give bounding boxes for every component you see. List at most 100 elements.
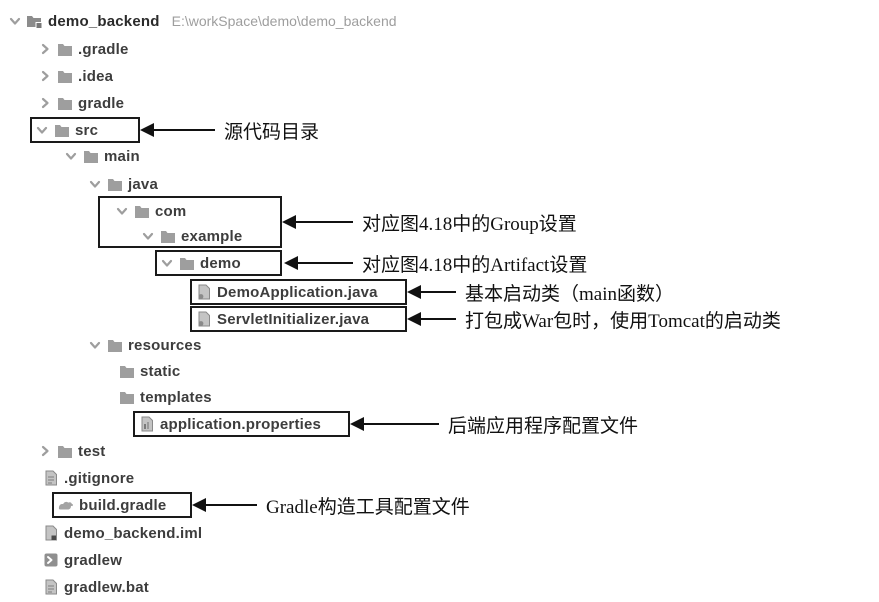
annotation-label: 基本启动类（main函数） — [465, 283, 674, 305]
module-file-icon — [42, 525, 59, 541]
tree-row-gradlew-bat[interactable]: gradlew.bat — [42, 574, 149, 600]
tree-item-label: java — [128, 175, 158, 193]
arrow-head — [284, 256, 298, 270]
tree-row-dot-gradle[interactable]: .gradle — [38, 36, 129, 62]
arrow-head — [192, 498, 206, 512]
tree-item-label: static — [140, 362, 181, 380]
arrow-head — [140, 123, 154, 137]
tree-row-demo-backend-iml[interactable]: demo_backend.iml — [42, 520, 202, 546]
tree-item-label: build.gradle — [79, 496, 167, 514]
chevron-down-icon[interactable] — [35, 124, 48, 137]
annotation-artifact: 对应图4.18中的Artifact设置 — [284, 250, 587, 276]
chevron-right-icon[interactable] — [38, 43, 51, 56]
tree-item-label: ServletInitializer.java — [217, 310, 370, 328]
chevron-right-icon[interactable] — [38, 445, 51, 458]
annotation-label: Gradle构造工具配置文件 — [266, 496, 470, 518]
arrow-line — [205, 504, 257, 506]
folder-icon — [56, 95, 73, 111]
arrow-head — [407, 312, 421, 326]
project-folder-icon — [26, 13, 43, 29]
arrow-head — [282, 215, 296, 229]
text-file-icon — [42, 470, 59, 486]
chevron-down-icon[interactable] — [64, 150, 77, 163]
folder-icon — [106, 337, 123, 353]
annotation-label: 后端应用程序配置文件 — [448, 415, 639, 437]
folder-icon — [56, 41, 73, 57]
annotation-label: 对应图4.18中的Group设置 — [362, 213, 577, 235]
folder-icon — [56, 68, 73, 84]
tree-item-label: .gitignore — [64, 469, 135, 487]
arrow-line — [153, 129, 215, 131]
arrow-head — [407, 285, 421, 299]
tree-row-demo[interactable]: demo — [155, 250, 282, 276]
folder-icon — [118, 389, 135, 405]
properties-file-icon — [138, 416, 155, 432]
tree-item-label: src — [75, 121, 99, 139]
tree-row-gradlew[interactable]: gradlew — [42, 547, 122, 573]
arrow-line — [295, 221, 353, 223]
folder-icon — [133, 203, 150, 219]
annotation-build-gradle: Gradle构造工具配置文件 — [192, 492, 470, 518]
arrow-line — [420, 291, 456, 293]
chevron-down-icon[interactable] — [88, 178, 101, 191]
tree-item-label: demo_backend.iml — [64, 524, 203, 542]
folder-icon — [159, 228, 176, 244]
annotation-label: 对应图4.18中的Artifact设置 — [362, 254, 588, 276]
tree-item-label: test — [78, 442, 106, 460]
tree-item-label: com — [155, 202, 187, 220]
java-class-file-icon — [195, 311, 212, 327]
chevron-down-icon[interactable] — [115, 205, 128, 218]
tree-row-templates[interactable]: templates — [118, 384, 212, 410]
tree-row-demo-backend[interactable]: demo_backend E:\workSpace\demo\demo_back… — [8, 8, 397, 34]
annotation-main-class: 基本启动类（main函数） — [407, 279, 674, 305]
tree-item-label: templates — [140, 388, 212, 406]
folder-icon — [82, 148, 99, 164]
chevron-right-icon[interactable] — [38, 70, 51, 83]
tree-row-example[interactable]: example — [141, 223, 242, 249]
chevron-down-icon[interactable] — [88, 339, 101, 352]
tree-row-application-properties[interactable]: application.properties — [133, 411, 350, 437]
tree-row-com[interactable]: com — [115, 198, 186, 224]
folder-icon — [118, 363, 135, 379]
tree-row-gitignore[interactable]: .gitignore — [42, 465, 134, 491]
java-class-file-icon — [195, 284, 212, 300]
tree-row-main[interactable]: main — [64, 143, 140, 169]
annotation-group: 对应图4.18中的Group设置 — [282, 209, 577, 235]
tree-item-label: .idea — [78, 67, 114, 85]
tree-row-demoapplication-java[interactable]: DemoApplication.java — [190, 279, 407, 305]
tree-row-gradle[interactable]: gradle — [38, 90, 124, 116]
tree-row-servletinitializer-java[interactable]: ServletInitializer.java — [190, 306, 407, 332]
tree-row-resources[interactable]: resources — [88, 332, 202, 358]
arrow-head — [350, 417, 364, 431]
project-path: E:\workSpace\demo\demo_backend — [171, 13, 397, 29]
tree-item-label: main — [104, 147, 140, 165]
gradle-elephant-icon — [57, 497, 74, 513]
tree-row-build-gradle[interactable]: build.gradle — [52, 492, 192, 518]
tree-item-label: gradle — [78, 94, 125, 112]
tree-row-java[interactable]: java — [88, 171, 158, 197]
chevron-down-icon[interactable] — [160, 257, 173, 270]
arrow-line — [420, 318, 456, 320]
tree-item-label: .gradle — [78, 40, 129, 58]
tree-item-label: gradlew.bat — [64, 578, 149, 596]
tree-item-label: gradlew — [64, 551, 123, 569]
folder-icon — [106, 176, 123, 192]
arrow-line — [297, 262, 353, 264]
text-file-icon — [42, 579, 59, 595]
annotation-label: 打包成War包时，使用Tomcat的启动类 — [465, 310, 781, 332]
chevron-right-icon[interactable] — [38, 97, 51, 110]
tree-item-label: demo_backend — [48, 12, 160, 30]
annotation-src: 源代码目录 — [140, 117, 319, 143]
tree-item-label: demo — [200, 254, 241, 272]
tree-row-dot-idea[interactable]: .idea — [38, 63, 113, 89]
tree-item-label: DemoApplication.java — [217, 283, 378, 301]
annotation-label: 源代码目录 — [224, 121, 320, 143]
tree-row-static[interactable]: static — [118, 358, 180, 384]
chevron-down-icon[interactable] — [141, 230, 154, 243]
tree-row-test[interactable]: test — [38, 438, 105, 464]
folder-icon — [178, 255, 195, 271]
tree-row-src[interactable]: src — [30, 117, 140, 143]
chevron-down-icon[interactable] — [8, 15, 21, 28]
annotation-properties: 后端应用程序配置文件 — [350, 411, 638, 437]
